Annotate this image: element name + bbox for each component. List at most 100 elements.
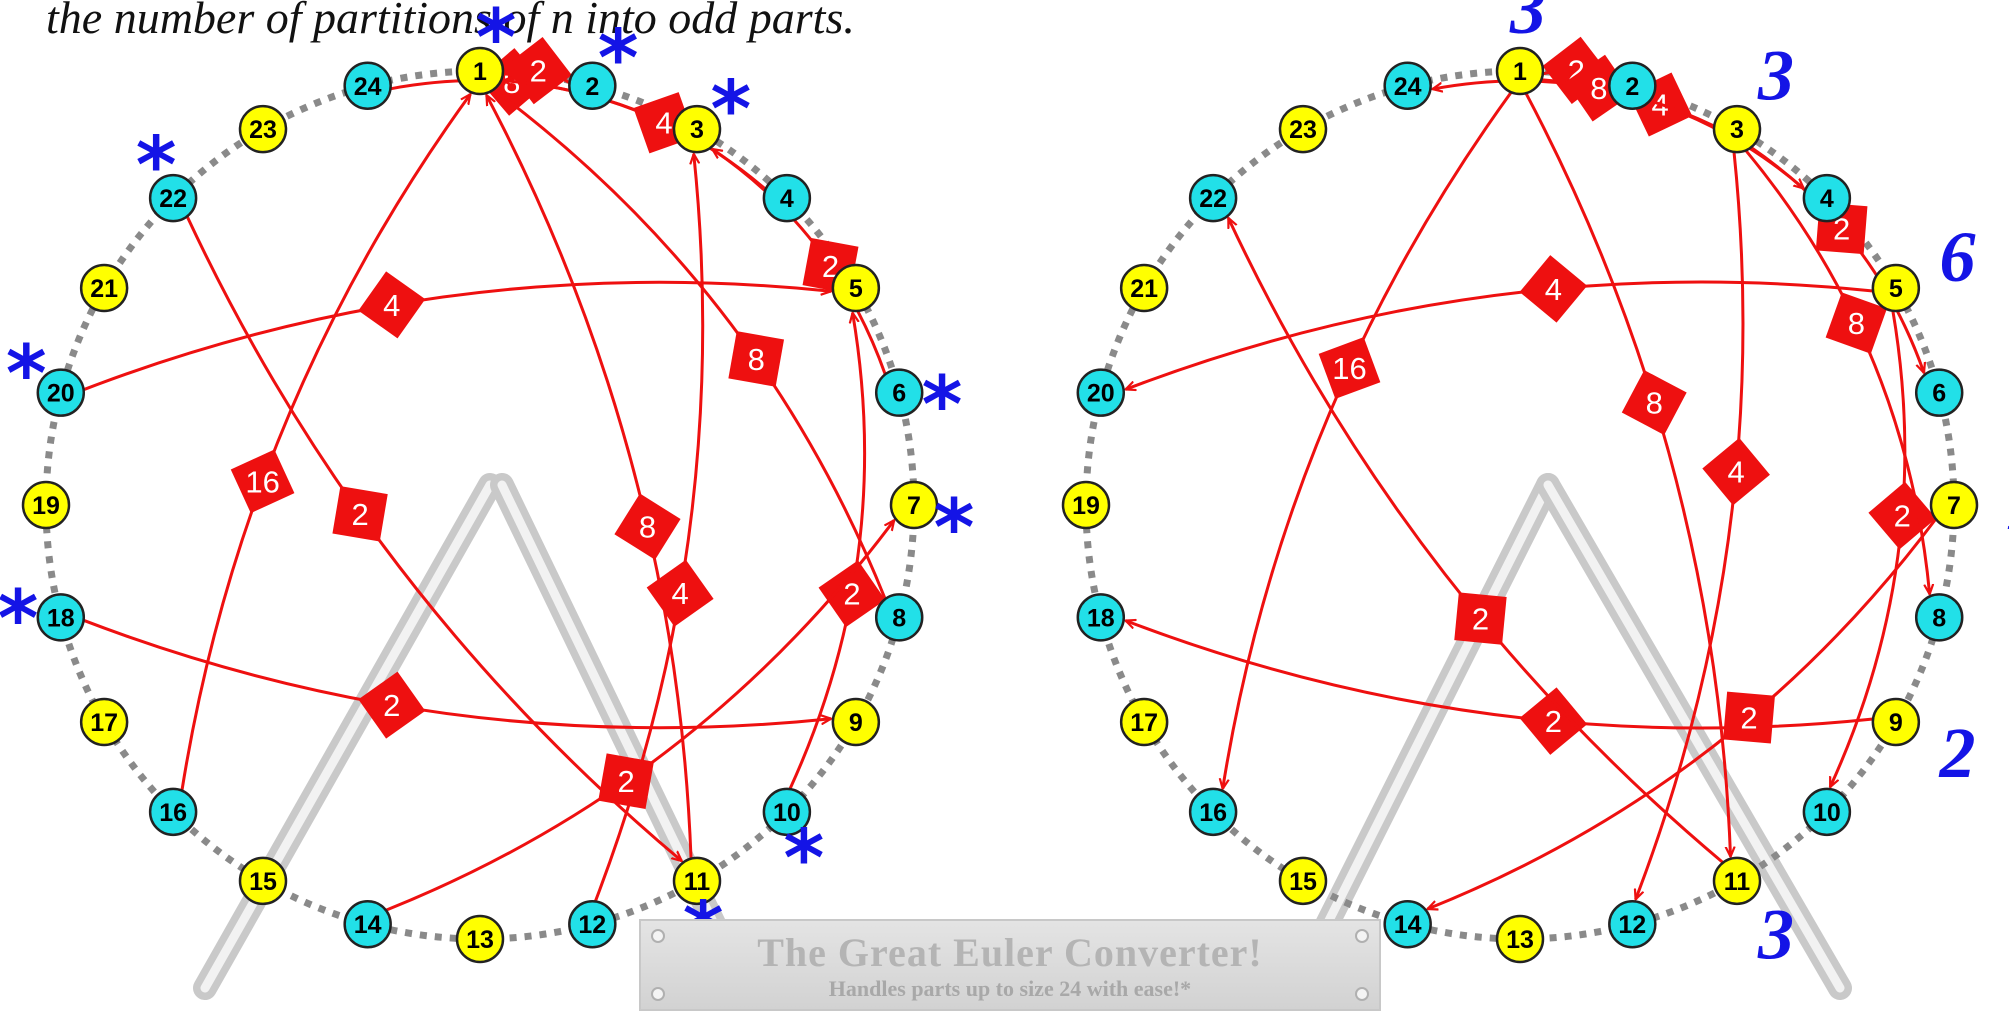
node-number: 16 xyxy=(1199,799,1227,827)
node-number: 15 xyxy=(1289,868,1317,896)
node-23: 23 xyxy=(240,106,286,152)
node-7: 7 xyxy=(1931,482,1977,528)
edge-weight-label: 2 xyxy=(1454,592,1506,644)
node-5: 5 xyxy=(1873,265,1919,311)
edge-weight-label: 2 xyxy=(598,753,654,809)
node-number: 19 xyxy=(1072,492,1100,520)
node-1: 1 xyxy=(1497,48,1543,94)
node-18: 18 xyxy=(38,594,84,640)
node-number: 14 xyxy=(354,911,382,939)
node-12: 12 xyxy=(1609,901,1655,947)
node-8: 8 xyxy=(1916,594,1962,640)
node-number: 3 xyxy=(1730,116,1744,144)
node-number: 7 xyxy=(907,492,921,520)
node-number: 14 xyxy=(1394,911,1422,939)
node-6: 6 xyxy=(1916,370,1962,416)
edge-weight-label: 2 xyxy=(1868,482,1936,550)
node-number: 23 xyxy=(249,116,277,144)
edge-weight-text: 2 xyxy=(1740,701,1757,736)
node-number: 9 xyxy=(1889,709,1903,737)
node-17: 17 xyxy=(81,699,127,745)
node-number: 20 xyxy=(47,380,75,408)
node-21: 21 xyxy=(81,265,127,311)
edge-arrow xyxy=(84,282,831,389)
node-number: 13 xyxy=(1506,926,1534,954)
node-number: 1 xyxy=(1513,58,1527,86)
node-number: 19 xyxy=(32,492,60,520)
node-10: 10 xyxy=(1804,789,1850,835)
node-6: 6 xyxy=(876,370,922,416)
node-18: 18 xyxy=(1078,594,1124,640)
node-number: 5 xyxy=(849,275,863,303)
node-4: 4 xyxy=(764,175,810,221)
node-16: 16 xyxy=(150,789,196,835)
node-8: 8 xyxy=(876,594,922,640)
edge-arrow xyxy=(1228,218,1723,863)
edge-weight-text: 2 xyxy=(617,764,634,799)
edge-weight-text: 4 xyxy=(1728,455,1745,490)
node-3: 3 xyxy=(1714,106,1760,152)
edge-weight-label: 2 xyxy=(1723,692,1775,744)
edge-weight-text: 2 xyxy=(1472,602,1489,637)
plate-screw xyxy=(652,988,664,1000)
edge-weight-text: 4 xyxy=(1545,272,1562,307)
node-23: 23 xyxy=(1280,106,1326,152)
node-number: 21 xyxy=(1130,275,1158,303)
node-9: 9 xyxy=(833,699,879,745)
edge-weight-text: 4 xyxy=(383,288,400,323)
node-24: 24 xyxy=(1385,63,1431,109)
node-4: 4 xyxy=(1804,175,1850,221)
edge-weight-text: 16 xyxy=(245,464,279,499)
node-number: 12 xyxy=(578,911,606,939)
node-number: 2 xyxy=(1625,73,1639,101)
node-number: 23 xyxy=(1289,116,1317,144)
node-number: 24 xyxy=(1394,73,1422,101)
node-number: 9 xyxy=(849,709,863,737)
edge-weight-label: 8 xyxy=(728,331,784,387)
node-number: 17 xyxy=(90,709,118,737)
node-9: 9 xyxy=(1873,699,1919,745)
node-number: 3 xyxy=(690,116,704,144)
star-mark: * xyxy=(710,66,751,156)
edge-weight-text: 8 xyxy=(639,510,656,545)
node-14: 14 xyxy=(345,901,391,947)
plate-screw xyxy=(652,930,664,942)
edge-weight-text: 8 xyxy=(1646,386,1663,421)
star-mark: * xyxy=(476,0,517,84)
node-number: 8 xyxy=(892,604,906,632)
star-mark: * xyxy=(934,484,975,574)
node-24: 24 xyxy=(345,63,391,109)
edge-weight-label: 2 xyxy=(1520,687,1588,755)
node-17: 17 xyxy=(1121,699,1167,745)
node-number: 7 xyxy=(1947,492,1961,520)
node-11: 11 xyxy=(1714,858,1760,904)
node-number: 22 xyxy=(1199,185,1227,213)
node-number: 11 xyxy=(1724,868,1751,896)
node-22: 22 xyxy=(1190,175,1236,221)
edge-weight-label: 16 xyxy=(231,449,295,513)
node-number: 17 xyxy=(1130,709,1158,737)
node-number: 15 xyxy=(249,868,277,896)
edge-weight-label: 2 xyxy=(332,486,387,541)
edge-weight-text: 8 xyxy=(748,342,765,377)
edge-weight-text: 4 xyxy=(672,576,689,611)
node-number: 13 xyxy=(466,926,494,954)
node-13: 13 xyxy=(457,916,503,962)
edge-arrow xyxy=(1126,282,1873,389)
edge-weight-text: 8 xyxy=(1848,306,1865,341)
node-13: 13 xyxy=(1497,916,1543,962)
odd-part-count: 3 xyxy=(1509,0,1546,49)
odd-part-count: 6 xyxy=(1940,217,1976,297)
edge-weight-text: 8 xyxy=(1590,71,1607,106)
edge-weight-label: 4 xyxy=(1520,255,1588,323)
edge-weight-text: 2 xyxy=(383,688,400,723)
node-14: 14 xyxy=(1385,901,1431,947)
node-15: 15 xyxy=(240,858,286,904)
node-19: 19 xyxy=(23,482,69,528)
plate-subtitle: Handles parts up to size 24 with ease!* xyxy=(829,976,1191,1001)
odd-part-count: 3 xyxy=(1757,35,1794,115)
edge-weight-text: 4 xyxy=(655,106,672,141)
node-7: 7 xyxy=(891,482,937,528)
node-number: 8 xyxy=(1932,604,1946,632)
